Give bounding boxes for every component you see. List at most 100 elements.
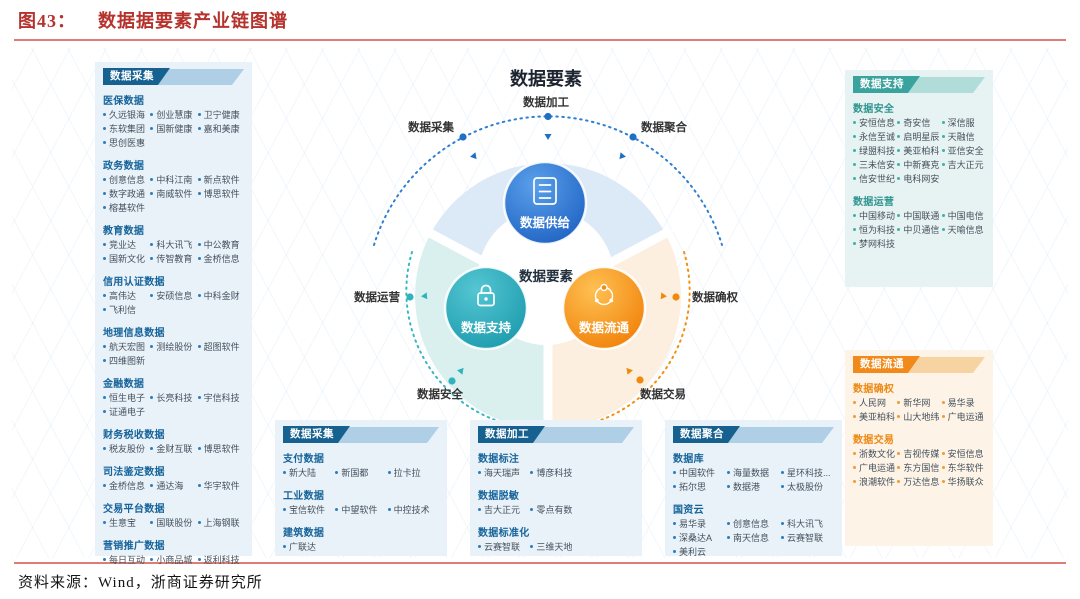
company-list: 海天瑞声博彦科技 <box>478 467 634 479</box>
bullet-icon <box>197 294 201 297</box>
company-item: 永信至诚 <box>853 131 896 143</box>
company-name: 国联股份 <box>156 518 193 528</box>
arrow-icon <box>470 152 477 160</box>
bullet-icon <box>781 522 784 525</box>
company-item: 中望软件 <box>335 504 386 516</box>
group-title: 数据确权 <box>853 384 895 395</box>
bullet-icon <box>853 466 856 469</box>
company-name: 吉视传媒 <box>903 449 940 459</box>
company-name: 新华网 <box>903 398 931 408</box>
company-item: 超图软件 <box>197 341 244 353</box>
company-group: 数据标注海天瑞声博彦科技 <box>478 450 634 479</box>
company-item: 中贝通信 <box>897 224 940 236</box>
company-name: 科大讯飞 <box>156 240 193 250</box>
bullet-icon <box>103 410 106 413</box>
bullet-icon <box>387 508 391 511</box>
company-item: 恒为科技 <box>853 224 896 236</box>
company-list: 恒生电子长亮科技宇信科技证通电子 <box>103 392 244 418</box>
company-item: 亚信安全 <box>941 145 985 157</box>
company-name: 广联达 <box>289 542 317 552</box>
company-item: 四维图新 <box>103 355 149 367</box>
panel-header-label: 数据聚合 <box>680 428 724 440</box>
company-item: 思创医惠 <box>103 137 149 149</box>
company-list: 每日互动小商品城返利科技 <box>103 554 244 566</box>
company-name: 云赛智联 <box>787 533 824 543</box>
company-item: 广电运通 <box>941 411 985 423</box>
group-title: 工业数据 <box>283 491 325 502</box>
bullet-icon <box>103 521 106 524</box>
company-item: 海量数据 <box>727 467 780 479</box>
company-name: 创意信息 <box>109 175 146 185</box>
company-item: 易华录 <box>941 397 985 409</box>
company-item: 美利云 <box>673 546 726 558</box>
company-name: 科大讯飞 <box>787 519 824 529</box>
company-item: 通达海 <box>150 480 196 492</box>
bullet-icon <box>197 558 201 561</box>
company-name: 博思软件 <box>203 189 240 199</box>
bullet-icon <box>853 149 856 152</box>
company-name: 美亚柏科 <box>859 412 896 422</box>
bullet-icon <box>335 508 339 511</box>
panel-data-aggregation: 数据聚合 数据库中国软件海量数据星环科技...拓尔思数据港太极股份国资云易华录创… <box>665 420 842 558</box>
company-name: 四维图新 <box>109 356 146 366</box>
bullet-icon <box>941 480 945 483</box>
company-name: 东华软件 <box>947 463 984 473</box>
bullet-icon <box>853 163 856 166</box>
company-name: 恒为科技 <box>859 225 896 235</box>
company-group: 数据标准化云赛智联三维天地 <box>478 524 634 553</box>
panel-groups: 数据安全安恒信息奇安信深信服永信至诚启明星辰天融信绿盟科技美亚柏科亚信安全三未信… <box>853 100 985 250</box>
bottom-rule <box>14 562 1066 564</box>
group-title: 数据交易 <box>853 435 895 446</box>
company-group: 教育数据竞业达科大讯飞中公教育国新文化传智教育金桥信息 <box>103 222 244 265</box>
company-item: 小商品城 <box>150 554 196 566</box>
bullet-icon <box>283 545 286 548</box>
stage-label-security: 数据安全 <box>417 387 463 401</box>
company-item: 深桑达A <box>673 532 726 544</box>
arc-dots <box>406 112 680 385</box>
panel-header: 数据加工 <box>478 426 545 443</box>
node-data-circulation: 数据流通 <box>561 265 647 351</box>
arrow-icon <box>544 134 552 140</box>
company-group: 政务数据创意信息中科江南新点软件数字政通南威软件博思软件榕基软件 <box>103 157 244 214</box>
company-list: 创意信息中科江南新点软件数字政通南威软件博思软件榕基软件 <box>103 174 244 214</box>
group-title: 信用认证数据 <box>103 277 165 288</box>
bullet-icon <box>478 471 481 474</box>
bullet-icon <box>897 163 901 166</box>
bullet-icon <box>673 550 676 553</box>
company-name: 中望软件 <box>341 505 378 515</box>
company-item: 浪潮软件 <box>853 476 896 488</box>
bullet-icon <box>853 228 856 231</box>
bullet-icon <box>335 471 339 474</box>
bullet-icon <box>283 508 286 511</box>
company-name: 数字政通 <box>109 189 146 199</box>
bullet-icon <box>150 294 154 297</box>
stage-label-operation: 数据运营 <box>354 290 400 304</box>
company-group: 数据运营中国移动中国联通中国电信恒为科技中贝通信天喻信息梦网科技 <box>853 193 985 250</box>
panel-header: 数据流通 <box>853 356 920 373</box>
company-name: 金桥信息 <box>109 481 146 491</box>
bullet-icon <box>941 214 945 217</box>
group-title: 交易平台数据 <box>103 504 165 515</box>
bullet-icon <box>853 242 856 245</box>
company-name: 深桑达A <box>679 533 713 543</box>
company-name: 思创医惠 <box>109 138 146 148</box>
company-list: 中国软件海量数据星环科技...拓尔思数据港太极股份 <box>673 467 834 493</box>
company-name: 易华录 <box>947 398 975 408</box>
company-name: 竞业达 <box>109 240 137 250</box>
figure-label: 图43： <box>18 11 76 31</box>
company-group: 交易平台数据生意宝国联股份上海钢联 <box>103 500 244 529</box>
company-name: 创意信息 <box>733 519 770 529</box>
bullet-icon <box>150 558 154 561</box>
bullet-icon <box>853 415 856 418</box>
company-name: 梦网科技 <box>859 239 896 249</box>
company-item: 山大地纬 <box>897 411 940 423</box>
company-item: 国新文化 <box>103 253 149 265</box>
group-title: 医保数据 <box>103 96 145 107</box>
company-name: 启明星辰 <box>903 132 940 142</box>
bullet-icon <box>853 135 856 138</box>
bullet-icon <box>781 485 784 488</box>
company-item: 国联股份 <box>150 517 196 529</box>
server-icon <box>533 177 557 205</box>
company-item: 博思软件 <box>197 188 244 200</box>
company-name: 华扬联众 <box>947 477 984 487</box>
